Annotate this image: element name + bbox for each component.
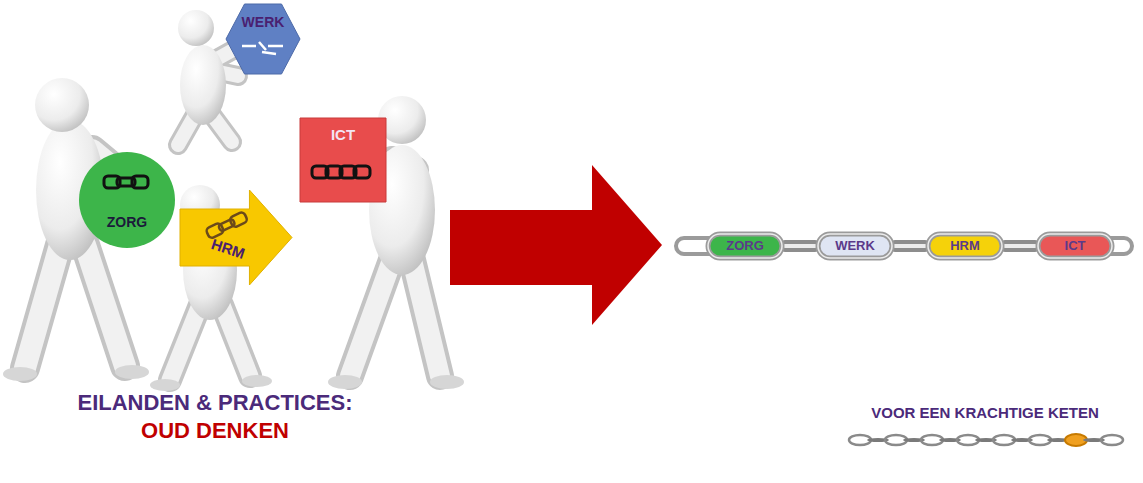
chain-connector-highlight (1005, 244, 1035, 248)
node-label: HRM (925, 238, 1005, 254)
carried-box-shape (300, 118, 386, 202)
chain-connector-highlight (895, 244, 925, 248)
figure-torso (180, 45, 226, 125)
caption-heading: VOOR EEN KRACHTIGE KETEN (850, 404, 1120, 422)
chain-connector-body (1005, 240, 1035, 252)
chain-connector (895, 246, 925, 247)
chain-link-box: WERK (815, 231, 895, 261)
chain-connector-body (895, 240, 925, 252)
carried-circle-shape (79, 152, 175, 248)
carried-box: ICT (300, 118, 386, 202)
chain-link (1101, 435, 1123, 445)
chain-icon-link (354, 166, 370, 178)
figure-foot (328, 375, 362, 389)
transition-arrow (450, 165, 662, 325)
chain-icon-link (132, 176, 148, 188)
chain-icon (312, 166, 370, 178)
node-label: ZORG (79, 214, 175, 231)
carried-circle-outline (79, 152, 175, 248)
node-label: ICT (1035, 238, 1115, 254)
figure-limbs (178, 45, 242, 145)
chain-connector-highlight (785, 244, 815, 248)
figure-foot (430, 375, 464, 389)
node-label: ICT (300, 126, 386, 144)
carried-circle: ZORG (79, 152, 175, 248)
chain-link-box: HRM (925, 231, 1005, 261)
caption-emphasis: OUD DENKEN (20, 418, 410, 444)
chain-icon (104, 176, 148, 188)
figure-head (178, 10, 214, 46)
figure-foot (3, 367, 37, 381)
node-label: ZORG (705, 238, 785, 254)
small-chain (849, 434, 1123, 446)
chain-connector (1005, 246, 1035, 247)
chain-icon-link (326, 166, 342, 178)
figure-foot (242, 375, 272, 387)
node-label: WERK (226, 14, 300, 31)
carried-arrow-outline (180, 190, 292, 285)
carried-hexagon-shape (226, 4, 300, 74)
broken-chain-icon (242, 42, 283, 54)
carried-arrow: HRM (180, 190, 292, 285)
chain-icon-link (218, 219, 235, 232)
chain-link-box: ICT (1035, 231, 1115, 261)
chain-icon-link (242, 42, 283, 54)
figure-foot (115, 365, 149, 379)
caption-heading: EILANDEN & PRACTICES: (20, 390, 410, 416)
chain-connector (785, 246, 815, 247)
figure-head (35, 78, 89, 132)
chain-icon-link (312, 166, 328, 178)
chain-icon-link (205, 222, 224, 239)
carried-hexagon: WERK (226, 4, 300, 74)
carried-arrow-shape (180, 190, 292, 285)
figure-limbs-highlight (178, 45, 242, 145)
chain-icon-link (340, 166, 356, 178)
chain-icon (205, 211, 248, 239)
chain-icon-link (229, 211, 248, 228)
node-label: WERK (815, 238, 895, 254)
figure-foot (150, 379, 180, 391)
chain-icon-link (104, 176, 120, 188)
chain-connector-body (785, 240, 815, 252)
chain-link-box: ZORG (705, 231, 785, 261)
chain-icon-link (117, 178, 135, 186)
